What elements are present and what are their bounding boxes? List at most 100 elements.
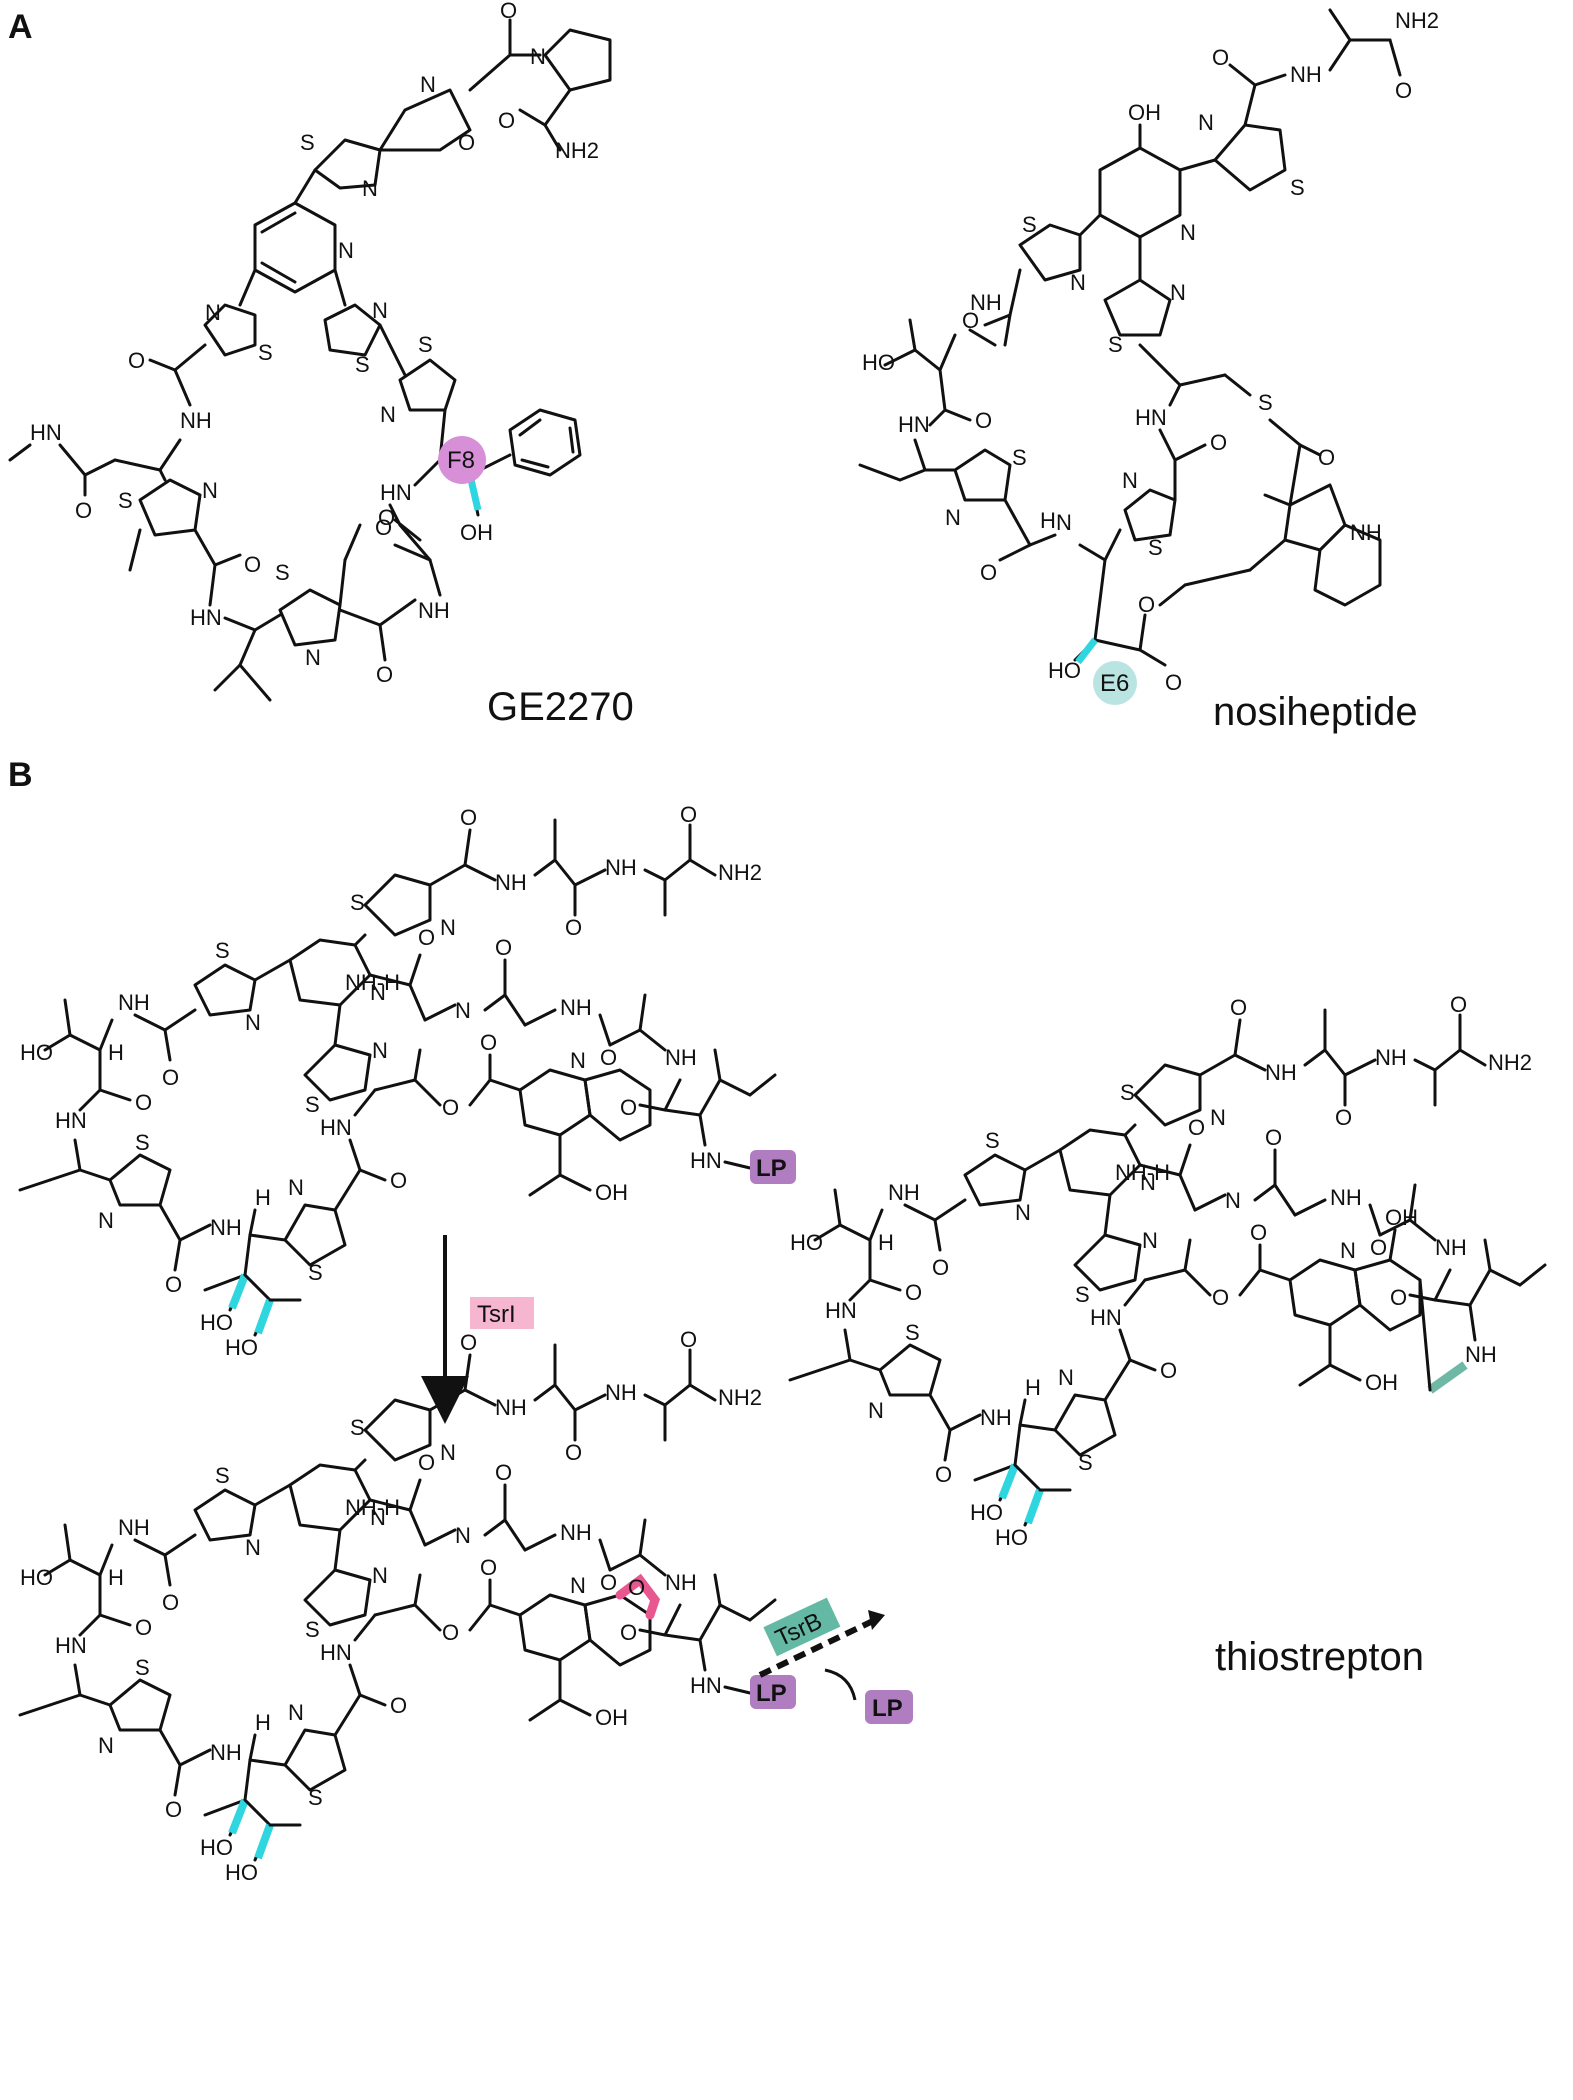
ge2270-left-nh: NH [180,408,212,433]
epox-ho: HO [20,1565,53,1590]
ge2270-bottom-carbonyl-o: O [376,662,393,687]
ge2270-bottom-nh: NH [418,598,450,623]
ts-top-nh1: NH [1265,1060,1297,1085]
ge2270-right-thiazole-n: N [372,298,388,323]
epox-core-o3: O [600,1570,617,1595]
ts-highlight-1 [998,1463,1019,1500]
precursor-core-o3: O [600,1045,617,1070]
ts-thiazoline-nh: NH [980,1405,1012,1430]
epox-core-nh2: NH [560,1520,592,1545]
ts-l-thiazole-n: N [1015,1200,1031,1225]
epox-ester-o: O [442,1620,459,1645]
ge2270-oxazoline-n: N [420,72,436,97]
epox-top-o1: O [460,1330,477,1355]
nosiheptide-center-hn: HN [1135,405,1167,430]
precursor-thiazoline-h: H [255,1185,271,1210]
ge2270-ll-hn: HN [190,605,222,630]
ts-top-n: N [1210,1105,1226,1130]
ts-thiazoline-o: O [935,1462,952,1487]
ge2270-oh: OH [460,520,493,545]
ge2270-phenyl-ring [508,408,582,477]
ge2270-gly-hn: HN [380,480,412,505]
ge2270-structure: N S N N O O N O NH2 N S N S S N [8,0,612,702]
nosiheptide-ester-o: O [1138,592,1155,617]
epox-highlight-2 [254,1823,274,1860]
ts-thiazoline-h: H [1025,1375,1041,1400]
epox-highlight-1 [228,1798,249,1835]
epox-lp-hn: HN [690,1673,722,1698]
epox-quinoline-oh: OH [595,1705,628,1730]
nosiheptide-l-thiazole-s: S [1022,212,1037,237]
ts-top-o3: O [1450,992,1467,1017]
precursor-top-o1: O [460,805,477,830]
precursor-l-hn: HN [55,1108,87,1133]
epox-l-hn: HN [55,1633,87,1658]
ge2270-pyridine-ring [253,201,337,294]
ts-mt-n: N [1142,1228,1158,1253]
nosiheptide-indole-pyrrole [1283,483,1347,552]
ts-ile-o: O [1390,1285,1407,1310]
epox-thiazoline-nh: NH [210,1740,242,1765]
ts-core-o: O [1188,1115,1205,1140]
ge2270-f8-label: F8 [447,447,475,474]
epoxide-intermediate-structure: S N O NH O NH O NH2 NH-H N O N O [18,1327,796,1885]
nosiheptide-db-thiazole-n: N [945,505,961,530]
ts-core-n2: N [1225,1188,1241,1213]
epox-top-nh2-end: NH2 [718,1385,762,1410]
precursor-quinoline-a [518,1068,592,1137]
ts-ho: HO [790,1230,823,1255]
ge2270-oxazoline-o: O [458,130,475,155]
precursor-core-nh2: NH [560,995,592,1020]
nosiheptide-lc2-hn: HN [898,412,930,437]
epox-l-thiazole-s: S [215,1463,230,1488]
ts-quinoline-n: N [1340,1238,1356,1263]
released-lp-box [865,1690,913,1724]
nosiheptide-name: nosiheptide [1213,690,1418,734]
ge2270-f8-bubble [438,436,486,484]
precursor-mt-n: N [372,1038,388,1063]
ge2270-gly-o: O [375,515,392,540]
precursor-lt-s: S [308,1260,323,1285]
epoxide-o: O [628,1575,645,1600]
ts-top-s: S [1120,1080,1135,1105]
nosiheptide-indole-o: O [1318,445,1335,470]
nosiheptide-carbonyl-o: O [1212,45,1229,70]
ts-core-o3: O [1370,1235,1387,1260]
precursor-thiazoline-nh: NH [210,1215,242,1240]
epox-core-n2: N [455,1523,471,1548]
ge2270-bottom-thiazole-s: S [275,560,290,585]
thiostrepton-structure: S N O NH O NH O NH2 NH-H N O N O [788,992,1547,1550]
ts-lt-n: N [1058,1365,1074,1390]
panel-label-b: B [8,756,33,794]
epox-core-nh3: NH [665,1570,697,1595]
ts-ho3: HO [995,1525,1028,1550]
nosiheptide-low-thiazole-s: S [1108,332,1123,357]
tsrb-box [763,1597,841,1657]
nosiheptide-low-thiazole-n: N [1170,280,1186,305]
ts-l-h: H [878,1230,894,1255]
epox-lt-hn: HN [320,1640,352,1665]
nosiheptide-l-thiazole-n: N [1070,270,1086,295]
precursor-l-h: H [108,1040,124,1065]
ts-l-hn: HN [825,1298,857,1323]
precursor-top-s: S [350,890,365,915]
epox-top-o3: O [680,1327,697,1352]
epoxide-highlight [615,1573,661,1620]
epox-l-o2: O [135,1615,152,1640]
nosiheptide-oh: OH [1128,100,1161,125]
nosiheptide-ho: HO [862,350,895,375]
ts-top-o1: O [1230,995,1247,1020]
precursor-highlight-1 [228,1273,249,1310]
precursor-quinoline-b [583,1068,652,1142]
precursor-quinoline-oh: OH [595,1180,628,1205]
epox-lp-box [750,1675,796,1709]
nosiheptide-lc-o: O [962,308,979,333]
nosiheptide-tr-thiazole-n: N [1198,110,1214,135]
epox-quinoline-n: N [570,1573,586,1598]
precursor-ho3: HO [225,1335,258,1360]
epox-thiazoline-n: N [98,1733,114,1758]
ge2270-left-thiazole-s: S [258,340,273,365]
epox-core-o2: O [495,1460,512,1485]
ge2270-ll-carbonyl-o: O [244,552,261,577]
epox-lp-label: LP [756,1680,787,1707]
